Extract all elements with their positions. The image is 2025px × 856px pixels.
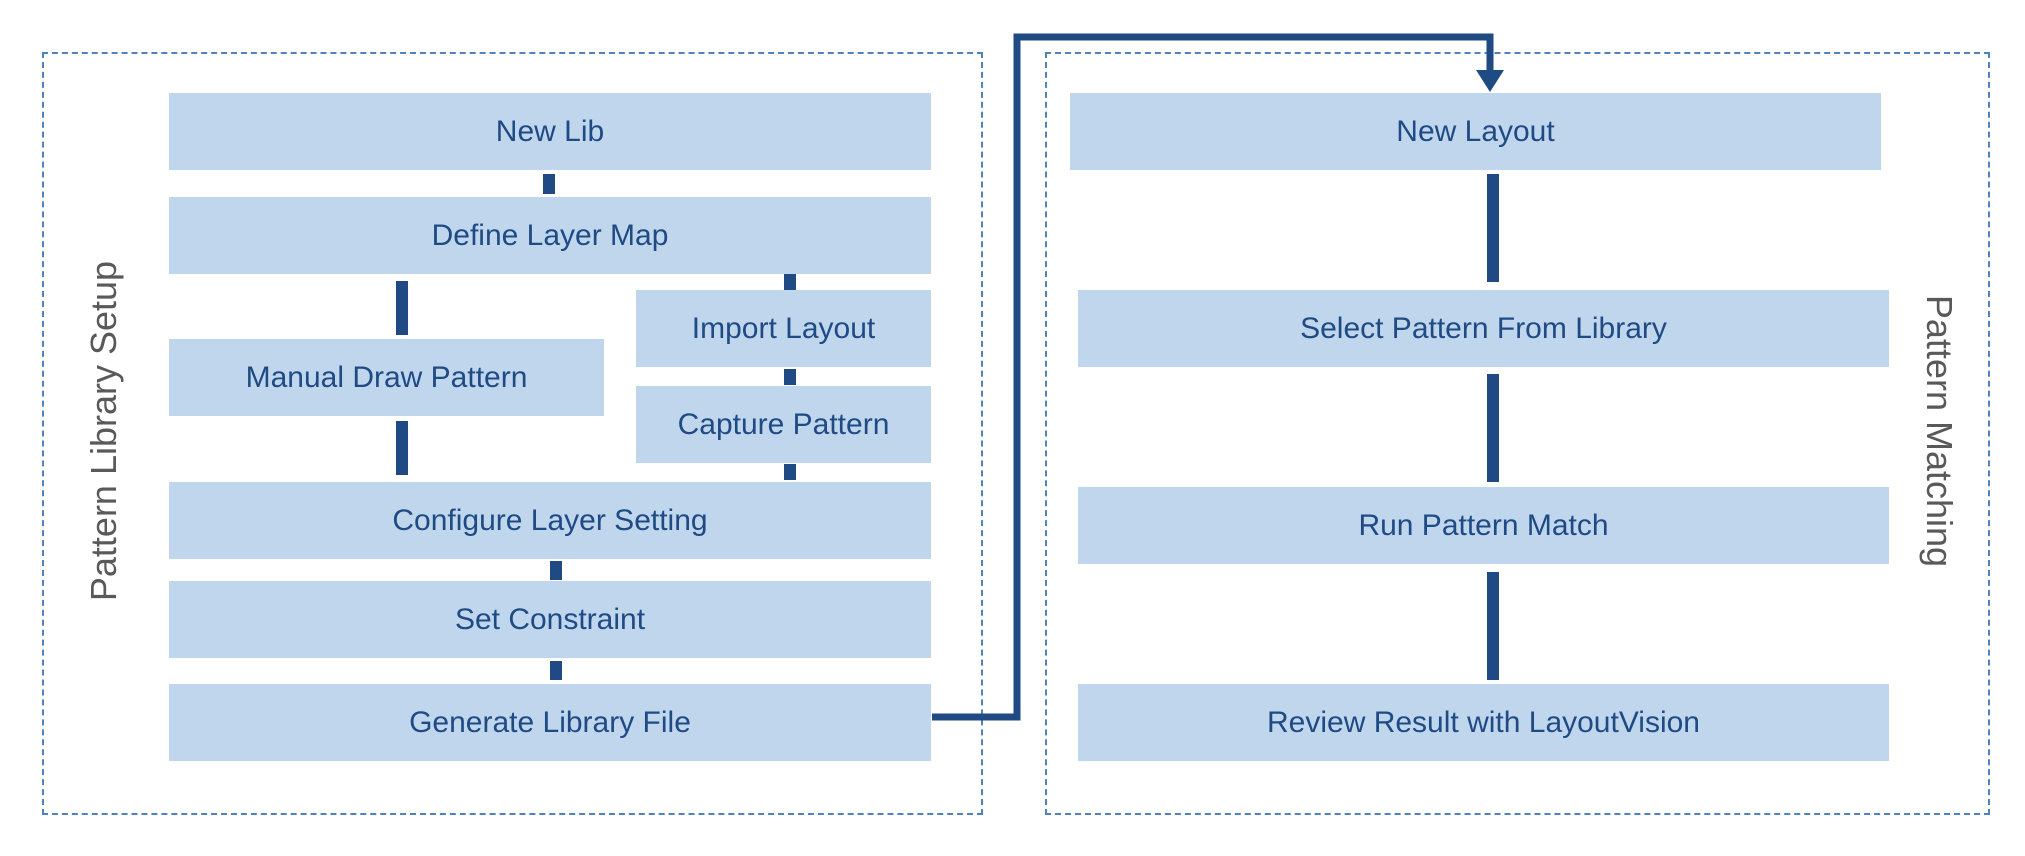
connector-capture-configure: [784, 464, 796, 480]
connector-constraint-generate: [550, 661, 562, 680]
step-run-pattern-match: Run Pattern Match: [1078, 487, 1889, 564]
step-review-result: Review Result with LayoutVision: [1078, 684, 1889, 761]
connector-select-run: [1487, 374, 1499, 482]
connector-import-capture: [784, 369, 796, 385]
connector-definemap-import: [784, 274, 796, 290]
step-new-layout: New Layout: [1070, 93, 1881, 170]
step-import-layout: Import Layout: [636, 290, 931, 367]
step-manual-draw-pattern: Manual Draw Pattern: [169, 339, 604, 416]
connector-definemap-manualdraw: [396, 281, 408, 335]
step-set-constraint: Set Constraint: [169, 581, 931, 658]
step-define-layer-map: Define Layer Map: [169, 197, 931, 274]
pattern-library-setup-panel: [42, 52, 983, 815]
step-generate-library-file: Generate Library File: [169, 684, 931, 761]
arrowhead-icon: [1476, 70, 1504, 92]
connector-configure-constraint: [550, 561, 562, 580]
step-capture-pattern: Capture Pattern: [636, 386, 931, 463]
step-select-pattern-from-library: Select Pattern From Library: [1078, 290, 1889, 367]
connector-manualdraw-configure: [396, 421, 408, 475]
step-configure-layer-setting: Configure Layer Setting: [169, 482, 931, 559]
connector-run-review: [1487, 572, 1499, 680]
connector-newlib-definemap: [543, 174, 555, 194]
pattern-matching-panel: [1045, 52, 1990, 815]
connector-newlayout-select: [1487, 174, 1499, 282]
step-new-lib: New Lib: [169, 93, 931, 170]
